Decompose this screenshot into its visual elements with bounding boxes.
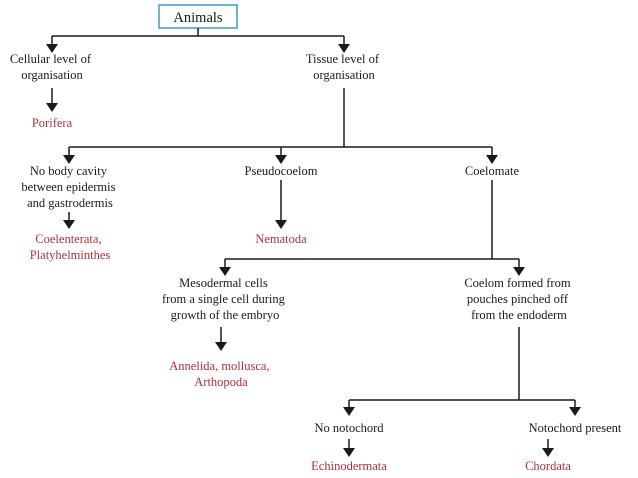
phylum-porifera: Porifera bbox=[32, 116, 73, 130]
phylum-coelenterata: Coelenterata, Platyhelminthes bbox=[30, 232, 111, 262]
arrowhead-coelomate bbox=[486, 155, 498, 164]
phylum-annelida: Annelida, mollusca, Arthopoda bbox=[169, 359, 272, 389]
arrowhead-notochord-present bbox=[569, 407, 581, 416]
arrowhead-pouches bbox=[513, 267, 525, 276]
arrowhead-chordata bbox=[542, 448, 554, 457]
node-pseudocoelom: Pseudocoelom bbox=[245, 164, 318, 178]
arrowhead-no-cavity bbox=[63, 155, 75, 164]
phylum-echinodermata: Echinodermata bbox=[311, 459, 387, 473]
node-cellular-level: Cellular level of organisation bbox=[10, 52, 94, 82]
arrowhead-tissue bbox=[338, 44, 350, 53]
connector-lines bbox=[51, 28, 576, 449]
arrowhead-porifera bbox=[46, 103, 58, 112]
arrowhead-cellular bbox=[46, 44, 58, 53]
arrowhead-mesodermal bbox=[219, 267, 231, 276]
category-nodes: Cellular level of organisation Tissue le… bbox=[10, 52, 622, 435]
node-coelomate: Coelomate bbox=[465, 164, 520, 178]
arrowhead-no-notochord bbox=[343, 407, 355, 416]
arrowhead-coelenterata bbox=[63, 220, 75, 229]
phylum-nodes: Porifera Coelenterata, Platyhelminthes N… bbox=[30, 116, 572, 473]
phylum-nematoda: Nematoda bbox=[255, 232, 307, 246]
root-label: Animals bbox=[173, 10, 222, 26]
node-tissue-level: Tissue level of organisation bbox=[306, 52, 382, 82]
node-mesodermal-cells: Mesodermal cells from a single cell duri… bbox=[162, 276, 288, 322]
arrowheads bbox=[46, 44, 581, 457]
node-coelom-pouches: Coelom formed from pouches pinched off f… bbox=[464, 276, 573, 322]
phylum-chordata: Chordata bbox=[525, 459, 571, 473]
arrowhead-pseudocoelom bbox=[275, 155, 287, 164]
root-node: Animals bbox=[158, 4, 238, 29]
arrowhead-echinodermata bbox=[343, 448, 355, 457]
node-notochord-present: Notochord present bbox=[529, 421, 622, 435]
arrowhead-nematoda bbox=[275, 220, 287, 229]
node-no-notochord: No notochord bbox=[314, 421, 384, 435]
arrowhead-annelida bbox=[215, 342, 227, 351]
node-no-body-cavity: No body cavity between epidermis and gas… bbox=[21, 164, 118, 210]
